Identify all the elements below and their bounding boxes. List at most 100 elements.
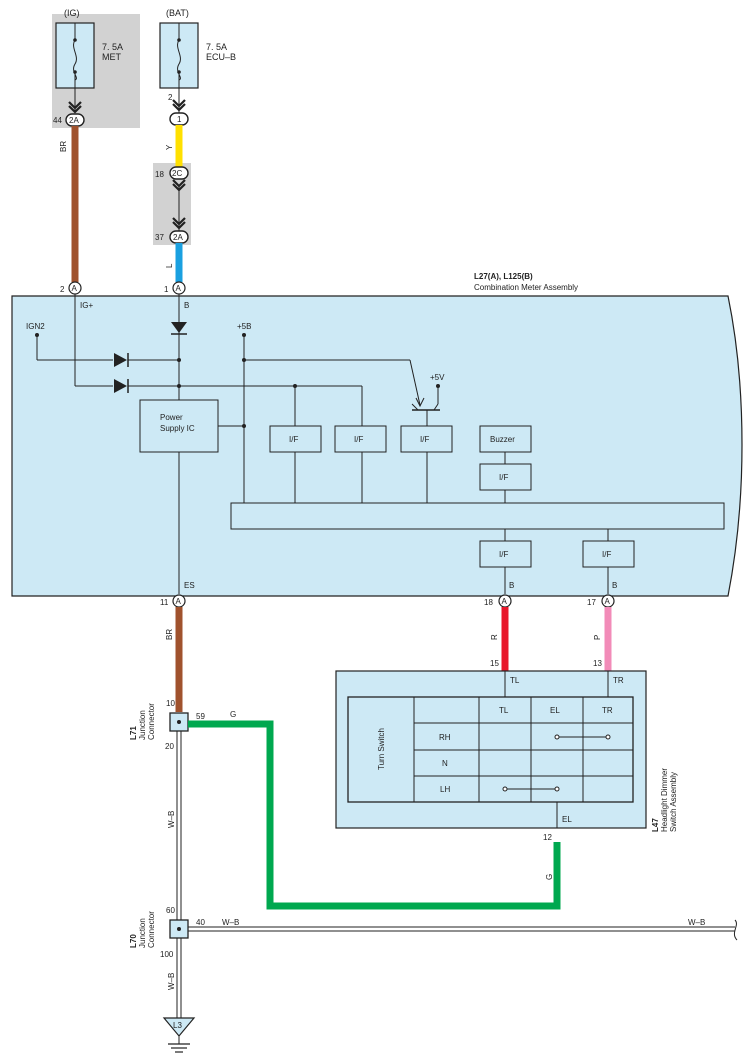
svg-text:L3: L3 bbox=[173, 1021, 182, 1030]
svg-text:10: 10 bbox=[166, 699, 175, 708]
ig-source-label: (IG) bbox=[64, 8, 80, 18]
svg-text:L70: L70 bbox=[129, 934, 138, 948]
svg-text:I/F: I/F bbox=[499, 550, 508, 559]
svg-text:G: G bbox=[545, 874, 554, 880]
svg-text:TL: TL bbox=[499, 706, 509, 715]
svg-text:60: 60 bbox=[166, 906, 175, 915]
diode-ig bbox=[114, 379, 127, 393]
svg-text:2: 2 bbox=[60, 285, 65, 294]
svg-text:13: 13 bbox=[593, 659, 602, 668]
svg-text:Switch Assembly: Switch Assembly bbox=[669, 772, 678, 832]
svg-text:18: 18 bbox=[484, 598, 493, 607]
svg-text:Turn Switch: Turn Switch bbox=[377, 728, 386, 770]
svg-text:Junction: Junction bbox=[138, 918, 147, 948]
bat-source-label: (BAT) bbox=[166, 8, 189, 18]
yellow-wire bbox=[175, 125, 183, 167]
svg-text:Junction: Junction bbox=[138, 710, 147, 740]
svg-text:2A: 2A bbox=[69, 116, 79, 125]
svg-text:I/F: I/F bbox=[602, 550, 611, 559]
bat-fuse-icon bbox=[177, 39, 181, 81]
svg-text:ES: ES bbox=[184, 581, 195, 590]
ig-fuse-name: MET bbox=[102, 52, 122, 62]
svg-text:I/F: I/F bbox=[289, 435, 298, 444]
svg-text:I/F: I/F bbox=[499, 473, 508, 482]
blue-wire bbox=[175, 243, 183, 282]
svg-text:TR: TR bbox=[613, 676, 624, 685]
svg-text:Buzzer: Buzzer bbox=[490, 435, 515, 444]
if-box-2 bbox=[334, 425, 387, 453]
c18-connector bbox=[169, 166, 189, 180]
svg-text:B: B bbox=[612, 581, 617, 590]
meter-name: Combination Meter Assembly bbox=[474, 283, 578, 292]
svg-text:100: 100 bbox=[160, 950, 174, 959]
svg-text:59: 59 bbox=[196, 712, 205, 721]
svg-text:Headlight Dimmer: Headlight Dimmer bbox=[660, 768, 669, 832]
if-box-4 bbox=[479, 463, 532, 491]
svg-text:18: 18 bbox=[155, 170, 164, 179]
svg-text:I/F: I/F bbox=[420, 435, 429, 444]
svg-text:TL: TL bbox=[510, 676, 520, 685]
svg-text:Connector: Connector bbox=[147, 703, 156, 740]
svg-text:2C: 2C bbox=[172, 169, 182, 178]
pink-wire bbox=[604, 607, 612, 671]
svg-text:BR: BR bbox=[165, 629, 174, 640]
svg-text:2A: 2A bbox=[173, 233, 183, 242]
green-wire bbox=[188, 720, 561, 910]
ig-fuse-icon bbox=[73, 39, 77, 81]
svg-text:EL: EL bbox=[550, 706, 560, 715]
svg-text:B: B bbox=[184, 301, 189, 310]
svg-text:RH: RH bbox=[439, 733, 451, 742]
ig-fuse-rating: 7. 5A bbox=[102, 42, 123, 52]
svg-text:15: 15 bbox=[490, 659, 499, 668]
if-box-1 bbox=[269, 425, 322, 453]
ground-symbol bbox=[162, 1017, 196, 1037]
svg-text:N: N bbox=[442, 759, 448, 768]
diode-b bbox=[171, 322, 187, 333]
svg-text:W–B: W–B bbox=[688, 918, 705, 927]
svg-text:I/F: I/F bbox=[354, 435, 363, 444]
svg-text:B: B bbox=[509, 581, 514, 590]
svg-text:EL: EL bbox=[562, 815, 572, 824]
svg-text:1: 1 bbox=[164, 285, 169, 294]
svg-text:17: 17 bbox=[587, 598, 596, 607]
svg-text:A: A bbox=[176, 284, 182, 293]
red-wire bbox=[501, 607, 509, 671]
l-label: L bbox=[165, 263, 174, 268]
if-box-6 bbox=[582, 540, 635, 568]
c44-pin: 44 bbox=[53, 116, 62, 125]
svg-text:11: 11 bbox=[160, 598, 169, 607]
svg-text:Supply IC: Supply IC bbox=[160, 424, 195, 433]
svg-text:1: 1 bbox=[177, 115, 182, 124]
y-label: Y bbox=[165, 144, 174, 150]
svg-text:Connector: Connector bbox=[147, 911, 156, 948]
svg-text:TR: TR bbox=[602, 706, 613, 715]
svg-text:A: A bbox=[605, 597, 611, 606]
svg-text:12: 12 bbox=[543, 833, 552, 842]
brown-wire-bottom bbox=[175, 607, 183, 712]
svg-text:W–B: W–B bbox=[167, 811, 176, 828]
svg-text:+5B: +5B bbox=[237, 322, 251, 331]
bat-fuse-rating: 7. 5A bbox=[206, 42, 227, 52]
svg-text:R: R bbox=[490, 634, 499, 640]
meter-id: L27(A), L125(B) bbox=[474, 272, 533, 281]
svg-text:40: 40 bbox=[196, 918, 205, 927]
bus-bar bbox=[230, 502, 725, 530]
svg-text:Power: Power bbox=[160, 413, 183, 422]
svg-text:W–B: W–B bbox=[167, 973, 176, 990]
svg-text:IGN2: IGN2 bbox=[26, 322, 45, 331]
svg-text:IG+: IG+ bbox=[80, 301, 93, 310]
svg-text:L71: L71 bbox=[129, 726, 138, 740]
svg-text:A: A bbox=[72, 284, 78, 293]
svg-text:A: A bbox=[502, 597, 508, 606]
svg-text:P: P bbox=[593, 635, 602, 640]
svg-text:+5V: +5V bbox=[430, 373, 445, 382]
c2-pin: 2 bbox=[168, 93, 173, 102]
svg-text:37: 37 bbox=[155, 233, 164, 242]
svg-text:A: A bbox=[176, 597, 182, 606]
svg-text:LH: LH bbox=[440, 785, 450, 794]
if-box-5 bbox=[479, 540, 532, 568]
bat-fuse-name: ECU–B bbox=[206, 52, 236, 62]
ig-connector-arrow bbox=[68, 101, 82, 114]
brown-wire-top bbox=[71, 126, 79, 282]
